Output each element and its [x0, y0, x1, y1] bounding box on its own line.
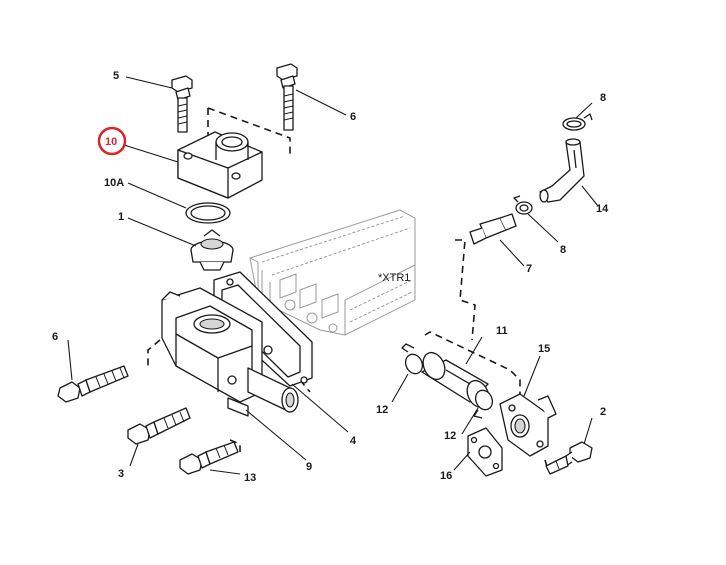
- engine-code-label: *XTR1: [378, 272, 410, 284]
- thermostat-housing: [161, 287, 299, 417]
- water-outlet-15: [499, 393, 557, 457]
- label-part-8-top: 8: [600, 92, 606, 104]
- label-part-16: 16: [440, 470, 452, 482]
- label-part-10: 10: [105, 136, 117, 148]
- thermostat-housing-cover: [177, 131, 263, 199]
- label-part-12-right: 12: [444, 430, 456, 442]
- label-part-13: 13: [244, 472, 256, 484]
- hose-clamp-12-top: [401, 343, 424, 375]
- label-part-15: 15: [538, 343, 550, 355]
- o-ring-seal: [185, 202, 231, 224]
- coolant-hose-14: [539, 138, 585, 203]
- label-part-6-left: 6: [52, 331, 58, 343]
- hose-clamp-8-bottom: [513, 195, 533, 215]
- assembly-dash-lines: [147, 107, 556, 471]
- bolt-5: [171, 75, 193, 133]
- label-part-4: 4: [350, 435, 357, 447]
- label-part-9: 9: [306, 461, 312, 473]
- bolt-13: [179, 441, 239, 475]
- thermostat: [190, 229, 234, 271]
- hose-clamp-12-bottom: [473, 389, 494, 419]
- bolt-2: [545, 441, 593, 475]
- hose-clamp-8-top: [562, 113, 593, 131]
- highlight-circle: [97, 126, 127, 156]
- label-part-8-bottom: 8: [560, 244, 566, 256]
- label-part-14: 14: [596, 203, 609, 215]
- label-part-1: 1: [118, 211, 124, 223]
- temperature-sensor: [469, 213, 517, 245]
- leader-lines: [67, 76, 599, 475]
- label-part-12-left: 12: [376, 404, 388, 416]
- bolt-6-top: [276, 63, 298, 131]
- label-part-7: 7: [526, 263, 532, 275]
- label-part-3: 3: [118, 468, 124, 480]
- label-part-11: 11: [496, 325, 508, 337]
- label-part-10a: 10A: [104, 177, 124, 189]
- bolt-3: [127, 407, 191, 445]
- bolt-6-left: [57, 365, 129, 403]
- label-part-6-top: 6: [350, 111, 356, 123]
- outlet-gasket: [467, 427, 503, 477]
- label-part-5: 5: [113, 70, 119, 82]
- label-part-2: 2: [600, 406, 606, 418]
